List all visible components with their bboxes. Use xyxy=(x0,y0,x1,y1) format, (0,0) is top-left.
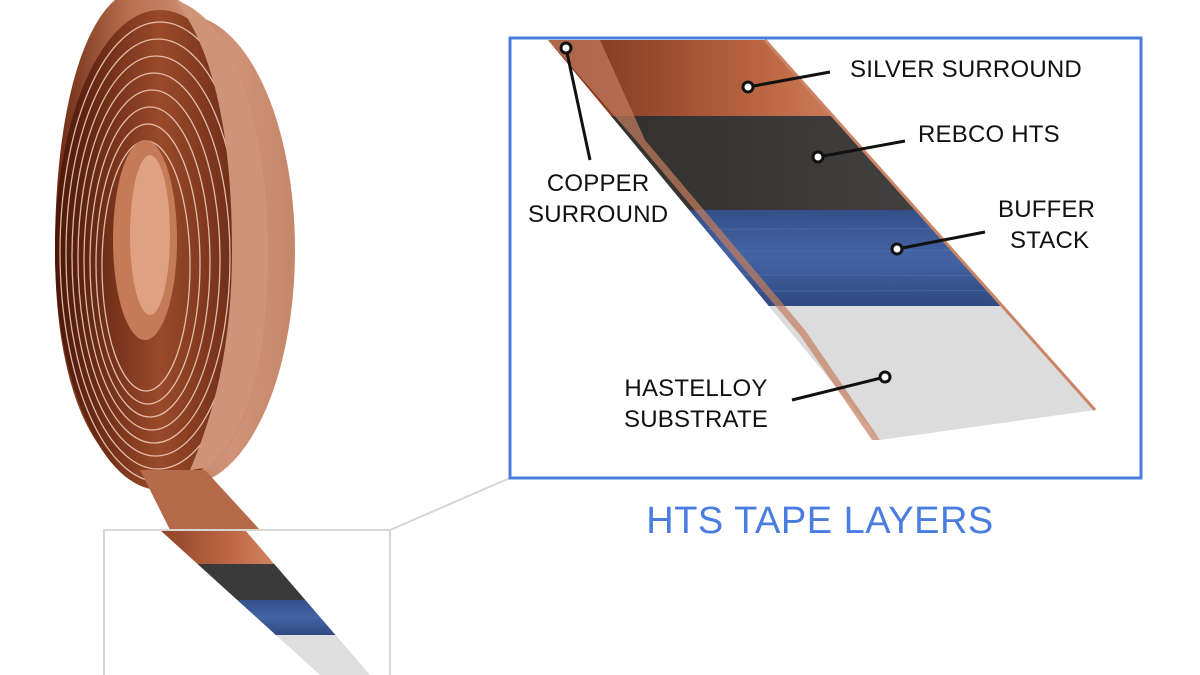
label-copper-surround: COPPER SURROUND xyxy=(528,168,668,230)
diagram-title: HTS TAPE LAYERS xyxy=(646,500,994,542)
label-copper-line2: SURROUND xyxy=(528,201,669,228)
label-rebco-hts: REBCO HTS xyxy=(918,121,1060,148)
label-copper-line1: COPPER xyxy=(546,170,650,197)
label-buffer-stack: BUFFER STACK xyxy=(998,194,1095,256)
label-silver-surround: SILVER SURROUND xyxy=(850,56,1082,83)
callout-box xyxy=(508,36,1143,480)
label-buffer-line1: BUFFER xyxy=(998,196,1096,223)
small-tape-strip xyxy=(160,530,370,675)
label-buffer-line2: STACK xyxy=(1009,227,1090,254)
label-hastelloy-line1: HASTELLOY xyxy=(624,375,768,402)
label-hastelloy-substrate: HASTELLOY SUBSTRATE xyxy=(624,373,768,435)
copper-coil-image xyxy=(55,0,295,530)
zoom-region-box xyxy=(103,529,391,675)
label-hastelloy-line2: SUBSTRATE xyxy=(624,406,769,433)
